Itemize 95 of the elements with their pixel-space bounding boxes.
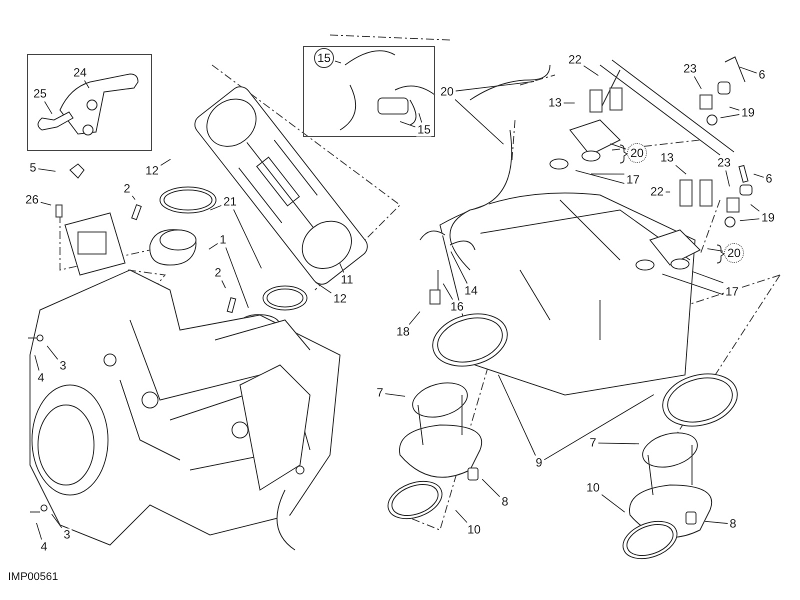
callout-number: 8	[728, 518, 738, 530]
callout-number: 10	[585, 482, 601, 494]
leader-line	[729, 106, 740, 111]
callout-number: 18	[395, 326, 411, 338]
leader-line	[455, 81, 535, 92]
leader-line	[692, 271, 724, 284]
callout-number: 14	[463, 284, 479, 298]
drawing-code: IMP00561	[8, 571, 58, 583]
callout-number: 10	[466, 524, 482, 536]
callout-number: 19	[740, 106, 756, 120]
callout-number: 8	[500, 496, 510, 508]
leader-line	[160, 158, 171, 166]
callout-number: 4	[40, 540, 48, 554]
callout-number: 21	[222, 196, 238, 208]
callout-number: 13	[659, 152, 675, 164]
callout-number: 15	[416, 124, 432, 136]
leader-line	[598, 442, 640, 444]
inset-frame	[27, 54, 152, 151]
leader-line	[675, 164, 687, 175]
leader-line	[210, 205, 222, 210]
callout-number: 13	[547, 96, 563, 110]
callout-number: 23	[682, 62, 698, 76]
callout-number: 24	[72, 66, 88, 80]
callout-number: 20	[439, 86, 455, 98]
leader-line	[583, 65, 599, 76]
leader-line	[46, 345, 58, 360]
leader-line	[450, 251, 468, 284]
callout-number: 15	[314, 48, 334, 68]
callout-number: 5	[28, 162, 38, 174]
leader-line	[498, 374, 536, 456]
callout-number: 6	[764, 172, 774, 186]
callout-number: 20	[627, 143, 647, 163]
leader-line	[315, 282, 332, 294]
callout-number: 11	[340, 274, 354, 286]
callout-number: 3	[62, 528, 72, 542]
callout-number: 2	[122, 182, 132, 196]
callout-number: 7	[376, 386, 384, 400]
leader-line	[442, 283, 454, 300]
callout-number: 12	[144, 164, 160, 178]
callout-number: 23	[716, 156, 732, 170]
leader-line	[601, 494, 626, 513]
leader-line	[418, 112, 422, 123]
leader-line	[132, 195, 136, 200]
leader-line	[590, 174, 625, 175]
callout-number: 17	[625, 174, 641, 186]
leader-line	[482, 478, 500, 498]
leader-line	[739, 218, 760, 222]
callout-number: 20	[724, 243, 744, 263]
leader-line	[339, 262, 344, 273]
leader-line	[662, 274, 724, 296]
callout-number: 2	[214, 266, 222, 280]
callout-number: 12	[332, 292, 348, 306]
leader-line	[544, 394, 654, 460]
leader-line	[40, 202, 52, 206]
callout-number: 25	[32, 88, 48, 100]
leader-line	[51, 514, 62, 528]
callout-number: 22	[649, 186, 665, 198]
callout-number: 4	[36, 372, 46, 384]
leader-line	[400, 121, 416, 128]
leader-line	[750, 204, 760, 212]
callout-number: 1	[218, 234, 228, 246]
leader-line	[455, 510, 468, 523]
leader-line	[739, 66, 758, 74]
callout-number: 6	[758, 68, 766, 82]
leader-line	[34, 354, 40, 371]
leader-line	[694, 76, 702, 90]
leader-line	[706, 248, 724, 252]
leader-line	[208, 243, 218, 250]
leader-line	[725, 170, 730, 187]
leader-line	[225, 247, 249, 308]
leader-line	[44, 101, 52, 114]
callout-number: 19	[760, 212, 776, 224]
leader-line	[233, 209, 262, 269]
callout-number: 22	[567, 54, 583, 66]
callout-number: 3	[58, 360, 68, 372]
leader-line	[334, 60, 342, 64]
leader-line	[384, 393, 406, 397]
leader-line	[221, 280, 226, 288]
leader-line	[38, 168, 56, 172]
callout-number: 7	[588, 436, 598, 450]
leader-line	[454, 99, 504, 145]
leader-line	[408, 311, 420, 325]
leader-line	[753, 174, 764, 178]
leader-line	[704, 520, 728, 524]
leader-line	[84, 80, 90, 88]
callout-number: 26	[24, 194, 40, 206]
leader-line	[610, 143, 626, 150]
callout-number: 9	[534, 456, 544, 470]
leader-line	[563, 102, 576, 104]
leader-line	[720, 114, 740, 118]
callout-number: 17	[724, 286, 740, 298]
leader-line	[36, 522, 42, 540]
leader-line	[575, 170, 625, 184]
callout-number: 16	[449, 300, 465, 314]
inset-frame	[303, 46, 435, 137]
